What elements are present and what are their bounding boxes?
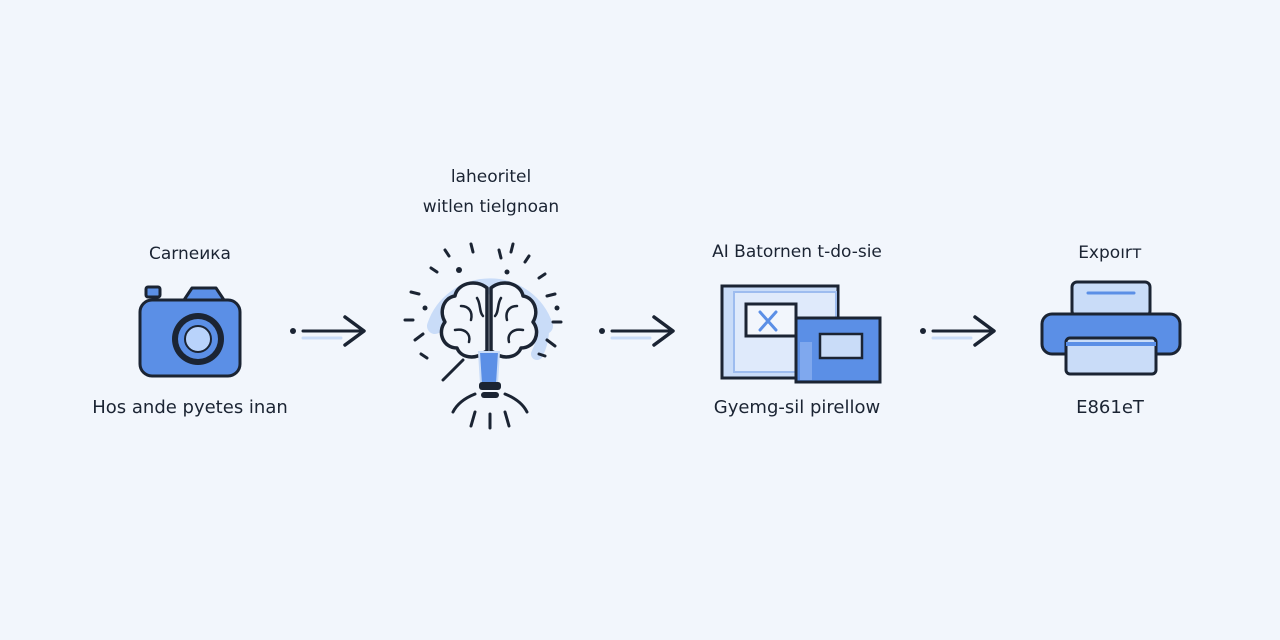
step-3-caption: Gyemg-sil pirellow [713,397,881,418]
step-1-top-label: Carneика [149,244,231,264]
step-3-top-label: AI Batornen t-do-sie [712,242,882,262]
camera-icon [138,285,242,378]
arrow-3-icon [920,315,996,347]
arrow-1-icon [290,315,366,347]
step-4-top-label: Expoırт [1078,243,1142,263]
printer-icon [1040,280,1182,376]
step-2-top-label-line2: witlen tielgnoan [422,197,560,217]
step-2-top-label-line1: laheoritel [450,167,532,187]
arrow-2-icon [599,315,675,347]
image-windows-icon [720,284,882,384]
brain-lightbulb-icon [403,242,563,430]
step-1-caption: Hos ande pyetes inan [92,397,288,418]
step-4-caption: E861eT [1076,397,1144,418]
